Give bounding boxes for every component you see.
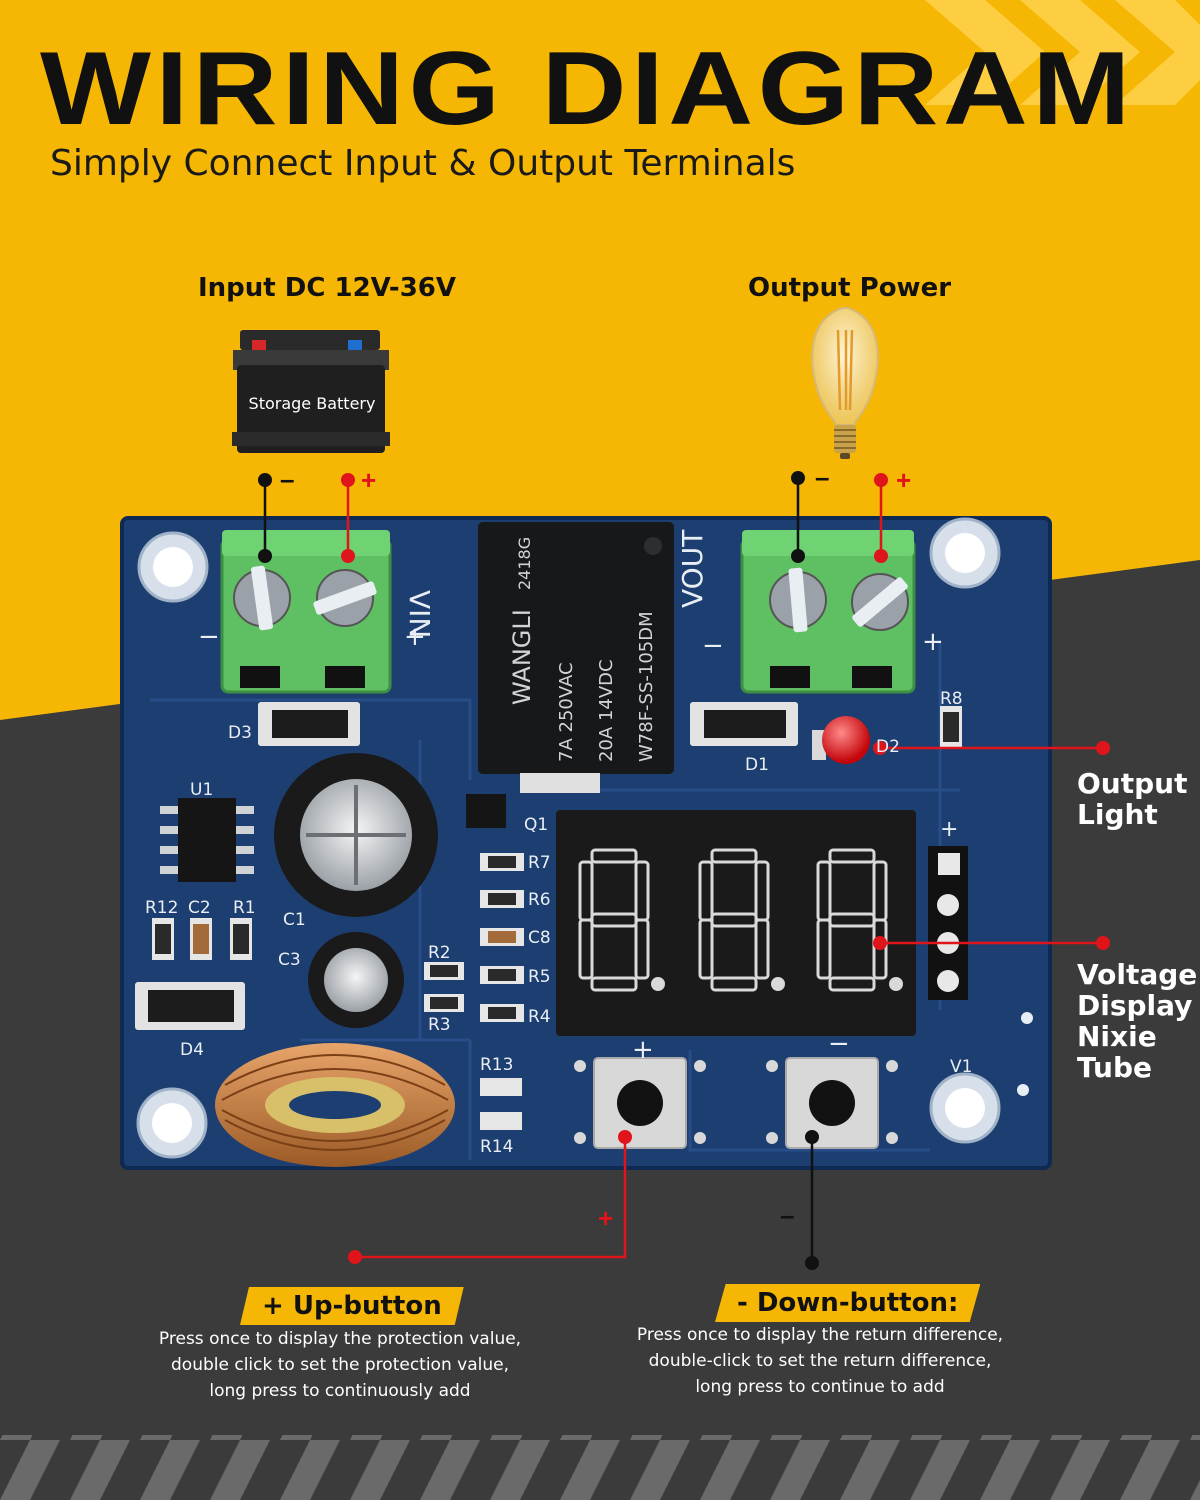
digit-2-segment — [710, 848, 758, 864]
chevron-arrows — [925, 0, 1200, 105]
down-sign-mark: – — [780, 1200, 795, 1230]
output-minus-mark: – — [815, 462, 830, 492]
digit-3-segment — [816, 860, 832, 922]
digit-1-segment — [590, 912, 638, 928]
designator-u1: U1 — [190, 780, 213, 800]
digit-1-segment — [590, 848, 638, 864]
digit-3-segment — [872, 918, 888, 980]
smd-components — [152, 706, 962, 1130]
relay-brand: WANGLI — [508, 609, 536, 705]
designator-d1: D1 — [745, 755, 769, 775]
designator-d3: D3 — [228, 723, 252, 743]
designator-d4: D4 — [180, 1040, 204, 1060]
pcb-plus-button: + — [632, 1035, 654, 1065]
designator-r14: R14 — [480, 1137, 513, 1157]
push-buttons — [574, 1057, 898, 1149]
input-plus-mark: + — [361, 465, 377, 495]
digit-2-segment — [710, 912, 758, 928]
designator-r13: R13 — [480, 1055, 513, 1075]
down-button-description: Press once to display the return differe… — [636, 1325, 1004, 1397]
pcb-plus-vout: + — [922, 627, 944, 657]
digit-2-segment — [698, 860, 714, 922]
digit-3-segment — [828, 976, 876, 992]
digit-2-decimal-point — [771, 977, 785, 991]
vout-label: VOUT — [676, 529, 709, 608]
up-sign-mark: + — [598, 1203, 614, 1233]
designator-r3: R3 — [428, 1015, 451, 1035]
pcb-plus-vin: + — [404, 622, 426, 652]
hazard-stripes — [0, 1435, 1200, 1500]
designator-r12: R12 — [145, 898, 178, 918]
designator-r6: R6 — [528, 890, 551, 910]
up-button-badge: + Up-button — [240, 1287, 464, 1325]
digit-1-segment — [634, 918, 650, 980]
designator-c3: C3 — [278, 950, 301, 970]
page-subtitle: Simply Connect Input & Output Terminals — [50, 143, 796, 184]
designator-c8: C8 — [528, 928, 551, 948]
up-button-description: Press once to display the protection val… — [158, 1329, 522, 1401]
digit-1-decimal-point — [651, 977, 665, 991]
output-light-callout: Output Light — [1077, 767, 1188, 831]
designator-r8: R8 — [940, 689, 963, 709]
output-led — [812, 716, 870, 764]
voltage-display-callout: Voltage Display Nixie Tube — [1077, 958, 1198, 1084]
relay-code: 2418G — [515, 537, 534, 590]
designator-q1: Q1 — [524, 815, 548, 835]
designator-r2: R2 — [428, 943, 451, 963]
digit-3-decimal-point — [889, 977, 903, 991]
digit-2-segment — [754, 918, 770, 980]
input-label: Input DC 12V-36V — [198, 273, 457, 303]
wire-dots — [258, 471, 1110, 1270]
seven-segment-digits — [578, 848, 903, 992]
battery-icon — [232, 330, 390, 453]
designator-d2: D2 — [876, 737, 900, 757]
output-plus-mark: + — [896, 465, 912, 495]
output-terminal-block — [740, 530, 916, 694]
designator-v1: V1 — [950, 1057, 972, 1077]
digit-3-segment — [828, 912, 876, 928]
relay-rating-3: W78F-SS-105DM — [636, 611, 657, 762]
electrolytic-capacitors — [274, 753, 438, 1028]
page-title: WIRING DIAGRAM — [40, 31, 1135, 147]
designator-r5: R5 — [528, 967, 551, 987]
diodes — [135, 702, 798, 1030]
digit-3-segment — [828, 848, 876, 864]
input-minus-mark: – — [280, 464, 295, 494]
toroid-inductor — [215, 1043, 455, 1167]
wires — [263, 478, 1103, 1263]
ic-u1 — [160, 798, 254, 882]
designator-r1: R1 — [233, 898, 256, 918]
pcb-minus-vin: − — [198, 622, 220, 652]
battery-text: Storage Battery — [248, 394, 376, 413]
designator-c1: C1 — [283, 910, 306, 930]
digit-1-segment — [590, 976, 638, 992]
light-bulb-icon — [811, 307, 879, 459]
designator-c2: C2 — [188, 898, 211, 918]
relay-rating-2: 20A 14VDC — [596, 659, 617, 762]
voltage-display — [556, 810, 916, 1036]
pcb-minus-button: − — [828, 1029, 850, 1059]
input-terminal-block — [220, 530, 392, 694]
designator-r4: R4 — [528, 1007, 551, 1027]
relay-rating-1: 7A 250VAC — [556, 662, 577, 762]
designator-r7: R7 — [528, 853, 551, 873]
digit-1-segment — [578, 860, 594, 922]
vin-label: VIN — [403, 590, 436, 638]
digit-2-segment — [710, 976, 758, 992]
output-label: Output Power — [748, 273, 952, 303]
pin-header — [928, 846, 968, 1000]
relay — [478, 522, 674, 793]
pcb-minus-vout: − — [702, 631, 724, 661]
down-button-badge: - Down-button: — [715, 1284, 981, 1322]
pcb-plus-header: + — [940, 817, 958, 842]
